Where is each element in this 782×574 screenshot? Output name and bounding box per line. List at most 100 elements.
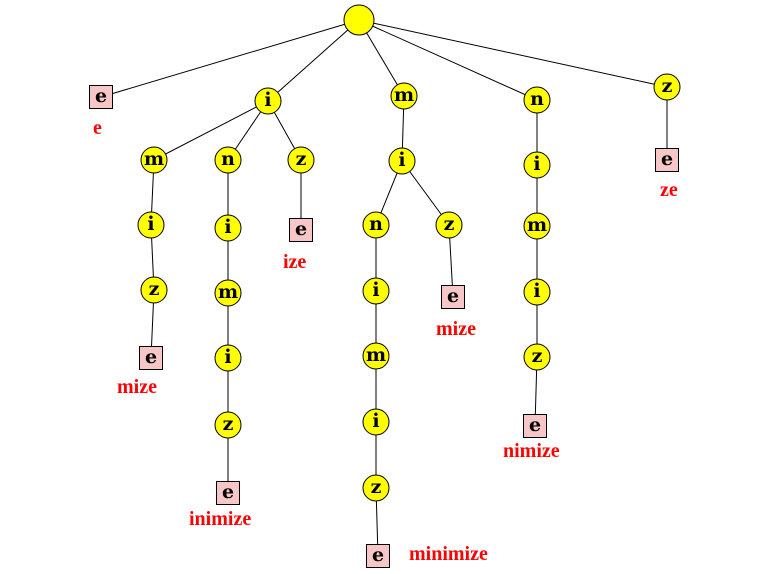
node-circle [362, 408, 390, 436]
node-letter: i [533, 153, 540, 175]
node-letter: i [147, 213, 154, 235]
node-letter: m [527, 214, 547, 236]
node-letter: e [222, 481, 234, 503]
node-letter: e [145, 346, 157, 368]
edge-root-z1 [358, 19, 668, 88]
leaf-node-e0: e [89, 85, 113, 109]
tree-node-i1m: m [140, 146, 168, 174]
node-letter: i [372, 410, 379, 432]
tree-node-m1ini: i [362, 277, 390, 305]
node-circle [362, 342, 390, 370]
leaf-node-m1inimize: e [366, 544, 390, 568]
node-letter: i [398, 149, 405, 171]
edge-root-i1 [267, 19, 360, 102]
leaf-box [139, 346, 163, 370]
node-letter: e [661, 148, 673, 170]
tree-node-i1z: z [287, 146, 315, 174]
node-circle [140, 146, 168, 174]
tree-node-i1nimiz: z [214, 411, 242, 439]
node-letter: z [444, 213, 455, 235]
node-letter: n [221, 148, 235, 170]
node-circle [435, 211, 463, 239]
leaf-node-m1ize: e [441, 285, 465, 309]
tree-node-n1i: i [523, 151, 551, 179]
node-letter: m [218, 281, 238, 303]
node-letter: z [662, 75, 673, 97]
node-letter: z [296, 148, 307, 170]
leaf-box [441, 285, 465, 309]
node-circle [214, 146, 242, 174]
node-circle [287, 146, 315, 174]
node-circle [362, 277, 390, 305]
node-letter: n [530, 88, 544, 110]
edge-root-e0 [100, 19, 360, 98]
leaf-node-i1mize: e [139, 346, 163, 370]
tree-node-m1inimi: i [362, 408, 390, 436]
suffix-label-n1imize: nimize [503, 440, 560, 462]
node-letter: m [366, 344, 386, 366]
node-circle [362, 211, 390, 239]
node-letter: i [224, 346, 231, 368]
node-letter: z [149, 278, 160, 300]
leaf-node-n1imize: e [523, 414, 547, 438]
suffix-label-e0: e [93, 117, 102, 139]
leaf-box [216, 481, 240, 505]
leaf-box [89, 85, 113, 109]
suffix-label-m1inimize: minimize [409, 543, 488, 565]
leaf-node-i1nimize: e [216, 481, 240, 505]
tree-node-m1iz: z [435, 211, 463, 239]
tree-node-n1imi: i [523, 278, 551, 306]
leaf-box [366, 544, 390, 568]
tree-node-n1imiz: z [523, 343, 551, 371]
node-letter: e [295, 218, 307, 240]
node-letter: e [529, 414, 541, 436]
suffix-label-i1mize: mize [117, 376, 157, 398]
node-circle [214, 214, 242, 242]
node-circle [388, 147, 416, 175]
node-circle [137, 211, 165, 239]
node-circle [523, 86, 551, 114]
edge-root-n1 [358, 19, 538, 101]
tree-node-z1: z [653, 73, 681, 101]
tree-node-n1: n [523, 86, 551, 114]
leaf-node-z1e: e [655, 148, 679, 172]
node-letter: i [372, 279, 379, 301]
tree-node-i1nim: m [214, 279, 242, 307]
node-circle [343, 4, 375, 36]
leaf-node-i1ze: e [289, 218, 313, 242]
suffix-label-i1nimize: inimize [189, 508, 251, 530]
node-letter: m [394, 84, 414, 106]
node-letter: i [533, 280, 540, 302]
tree-node-m1inimiz: z [362, 474, 390, 502]
node-letter: z [223, 413, 234, 435]
node-letter: z [371, 476, 382, 498]
tree-node-m1: m [390, 82, 418, 110]
node-circle [653, 73, 681, 101]
node-circle [214, 279, 242, 307]
node-circle [523, 212, 551, 240]
leaf-box [655, 148, 679, 172]
root-node [343, 4, 375, 36]
edge-i1-i1m [153, 100, 269, 161]
node-letter: z [532, 345, 543, 367]
leaf-box [523, 414, 547, 438]
node-circle [362, 474, 390, 502]
suffix-label-z1e: ze [660, 179, 678, 201]
tree-node-i1mi: i [137, 211, 165, 239]
tree-node-i1n: n [214, 146, 242, 174]
leaf-box [289, 218, 313, 242]
node-circle [140, 276, 168, 304]
tree-node-m1inim: m [362, 342, 390, 370]
node-circle [523, 278, 551, 306]
tree-node-i1miz: z [140, 276, 168, 304]
node-letter: i [224, 216, 231, 238]
node-circle [523, 343, 551, 371]
tree-node-i1nimi: i [214, 344, 242, 372]
tree-node-m1in: n [362, 211, 390, 239]
tree-node-m1i: i [388, 147, 416, 175]
node-letter: n [369, 213, 383, 235]
node-circle [390, 82, 418, 110]
